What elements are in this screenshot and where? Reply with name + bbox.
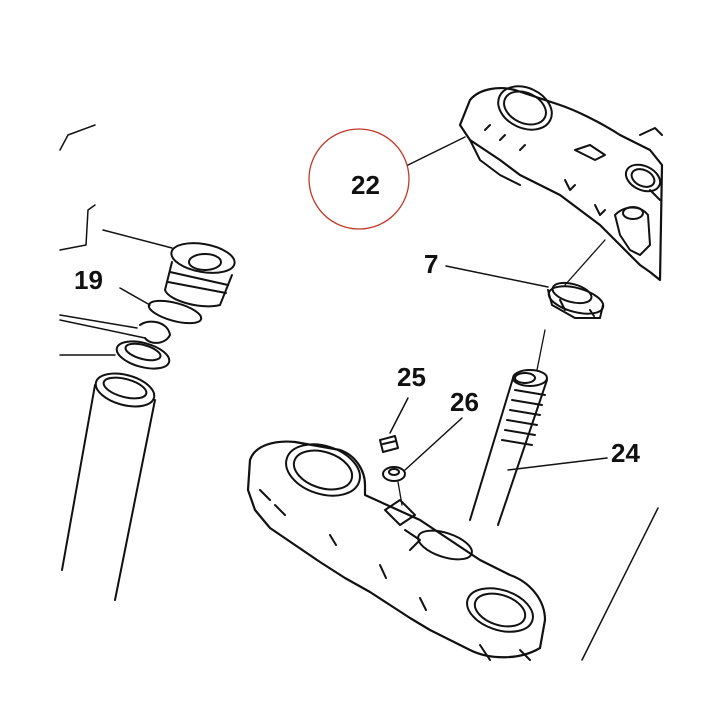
- fork-cap-assembly: [59, 124, 236, 601]
- stem-nut: [547, 281, 605, 319]
- callout-24-label[interactable]: 24: [611, 438, 640, 468]
- callout-22-leader: [407, 136, 466, 166]
- lower-triple-clamp: [246, 440, 547, 661]
- steering-stem: [469, 369, 548, 526]
- callout-24-leader: [507, 457, 608, 471]
- callout-25-leader: [389, 397, 409, 434]
- callout-7-leader: [445, 265, 549, 288]
- callout-22-label[interactable]: 22: [351, 170, 380, 200]
- callout-19-label[interactable]: 19: [74, 265, 103, 295]
- callout-7-label[interactable]: 7: [424, 249, 439, 279]
- callout-26-label[interactable]: 26: [450, 387, 479, 417]
- callout-22-highlight-circle: [308, 128, 410, 230]
- callout-25-label[interactable]: 25: [397, 362, 426, 392]
- callout-19-leader: [119, 287, 151, 306]
- upper-triple-clamp: [458, 85, 664, 282]
- nut-26: [382, 466, 406, 482]
- bolt-25: [379, 435, 399, 453]
- callout-26-leader: [404, 417, 463, 471]
